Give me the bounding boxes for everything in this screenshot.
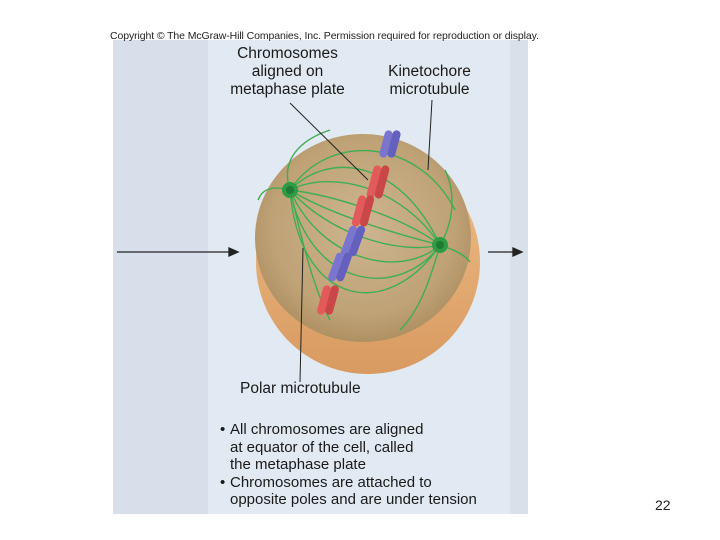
- copyright-notice: Copyright © The McGraw-Hill Companies, I…: [110, 30, 539, 42]
- bullet-line: Chromosomes are attached to: [230, 473, 432, 491]
- chromosome-6-red: [317, 285, 339, 315]
- label-line: Chromosomes: [237, 45, 338, 62]
- chromosome-2-red: [366, 165, 390, 199]
- bullet-line: opposite poles and are under tension: [230, 491, 477, 508]
- chromosomes: [317, 130, 401, 315]
- leader-polar: [299, 247, 304, 383]
- centrosome-right: [432, 237, 448, 253]
- leader-chromosomes: [289, 102, 369, 181]
- bullet-line: at equator of the cell, called: [230, 438, 414, 456]
- label-polar-microtubule: Polar microtubule: [240, 380, 361, 397]
- leader-kinetochore: [427, 99, 433, 171]
- bullet-marker: •: [220, 473, 226, 491]
- leader-lines: [289, 99, 433, 383]
- chromosome-5-blue: [328, 252, 352, 282]
- bullet-item: • Chromosomes are attached to opposite p…: [220, 474, 520, 509]
- bullet-marker: •: [220, 421, 226, 438]
- arrow-left-head: [228, 246, 240, 258]
- pole-arrows: [117, 246, 524, 258]
- label-line: Kinetochore: [388, 63, 471, 80]
- arrow-right-head: [512, 246, 524, 258]
- bullet-line: All chromosomes are aligned: [230, 421, 424, 438]
- label-line: microtubule: [389, 81, 470, 98]
- label-chromosomes-aligned: Chromosomes aligned on metaphase plate: [220, 45, 355, 99]
- chromosome-3-red: [351, 195, 375, 227]
- label-line: metaphase plate: [230, 81, 345, 98]
- bullet-line: the metaphase plate: [230, 456, 366, 473]
- panel-shade-right: [510, 40, 528, 514]
- label-line: aligned on: [251, 63, 324, 80]
- page-number: 22: [655, 497, 671, 513]
- chromosome-4-blue: [340, 225, 366, 257]
- centrosome-left: [282, 182, 298, 198]
- bullet-item: • All chromosomes are aligned at equator…: [220, 421, 520, 474]
- label-kinetochore-microtubule: Kinetochore microtubule: [382, 63, 477, 99]
- chromosome-1-blue: [379, 130, 401, 158]
- bullet-list: • All chromosomes are aligned at equator…: [220, 421, 520, 509]
- panel-shade-left: [113, 40, 208, 514]
